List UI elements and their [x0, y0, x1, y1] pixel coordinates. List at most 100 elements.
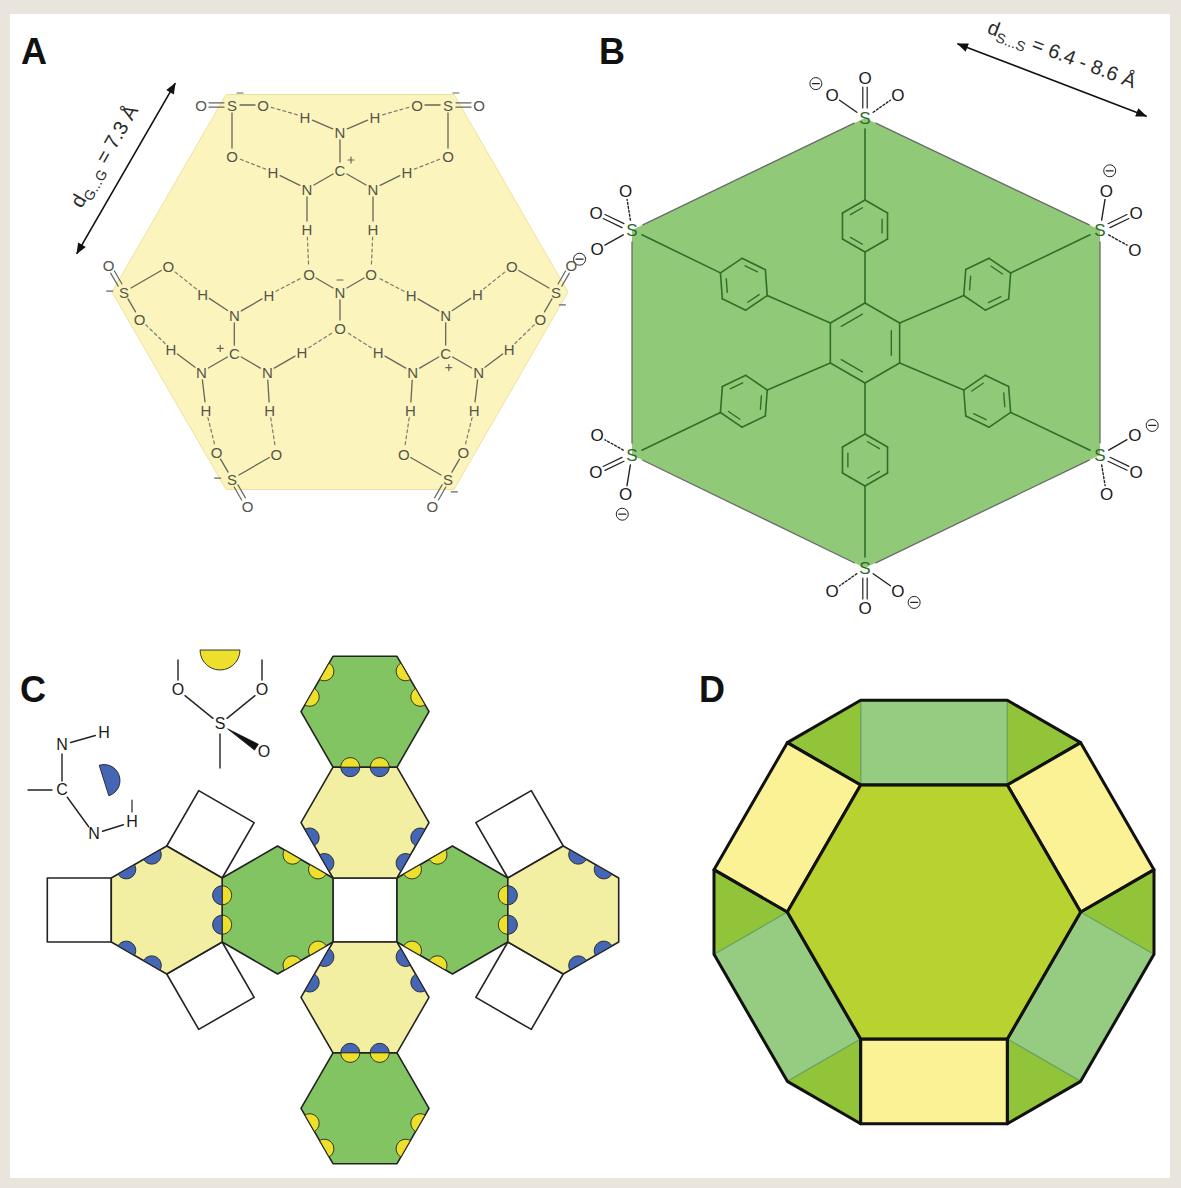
- atom-label: N: [335, 125, 346, 140]
- panel-letter: C: [20, 672, 46, 708]
- bond-line: [1102, 465, 1105, 486]
- atom-label: O: [826, 87, 839, 104]
- atom-label: N: [262, 365, 273, 380]
- atom-label: H: [297, 345, 308, 360]
- binding-site-mark: [569, 956, 587, 970]
- hydrogen-bond: [145, 324, 165, 343]
- ring-bond: [989, 258, 1010, 273]
- atom-label: N: [473, 365, 484, 380]
- binding-site-mark: [396, 949, 410, 967]
- atom-label: O: [858, 600, 871, 617]
- ring-bond: [720, 273, 722, 299]
- bond-line: [306, 197, 307, 221]
- layer-hexagon: [112, 95, 568, 490]
- bond-line: [177, 354, 195, 367]
- ring-bond: [1009, 387, 1011, 413]
- bond-line: [241, 357, 260, 368]
- binding-site-mark: [404, 865, 422, 879]
- bond-line: [605, 461, 624, 470]
- ring-bond: [1011, 412, 1090, 450]
- atom-label: O: [226, 149, 238, 164]
- ring-bond: [760, 396, 761, 410]
- atom-label: N: [229, 307, 240, 322]
- atom-label: S: [227, 472, 237, 487]
- atom-label: O: [134, 311, 146, 326]
- ring-bond: [864, 383, 866, 434]
- atom-label: O: [826, 582, 839, 599]
- bond-line: [339, 140, 340, 162]
- ring-bond: [767, 296, 830, 323]
- atom-label: O: [619, 182, 632, 199]
- atom-label: N: [88, 826, 100, 842]
- binding-site-mark: [404, 941, 422, 955]
- charge-symbol: [451, 491, 457, 492]
- bond-line: [202, 380, 205, 402]
- ring-bond: [974, 414, 986, 420]
- charge-symbol: [448, 365, 449, 371]
- charge-symbol: [810, 78, 822, 90]
- distance-label: dS...S= 6.4 - 8.6 Å: [985, 17, 1139, 91]
- ring-bond: [842, 434, 865, 447]
- binding-site-mark: [370, 758, 389, 768]
- atom-label: O: [891, 87, 904, 104]
- atom-label: N: [407, 365, 418, 380]
- atom-label: O: [257, 98, 269, 113]
- hydrogen-bond: [174, 271, 196, 289]
- ring-bond: [742, 258, 765, 269]
- distance-subscript: S...S: [994, 29, 1028, 55]
- panel-letter: B: [599, 34, 625, 70]
- ring-bond: [985, 299, 1008, 310]
- ring-bond: [742, 416, 765, 427]
- bond-line: [28, 789, 52, 790]
- binding-site-mark: [341, 1043, 360, 1053]
- bond-line: [627, 199, 630, 220]
- atom-label: O: [334, 321, 346, 336]
- atom-label: O: [1129, 204, 1142, 221]
- ring-bond: [722, 375, 745, 386]
- hydrogen-bond: [208, 418, 215, 445]
- ring-bond: [746, 296, 768, 311]
- binding-site-mark: [283, 956, 301, 970]
- atom-label: O: [256, 682, 268, 698]
- hydrogen-bond: [309, 332, 334, 348]
- panel-c-art: [28, 650, 619, 1164]
- binding-site-mark: [222, 886, 232, 905]
- atom-label: N: [302, 182, 313, 197]
- atom-label: O: [858, 70, 871, 87]
- binding-site-mark: [396, 854, 410, 872]
- binding-site-mark: [213, 886, 223, 905]
- charge-symbol: [908, 596, 920, 608]
- atom-label: O: [619, 486, 632, 503]
- binding-site-mark: [144, 850, 162, 864]
- bond-line: [862, 87, 863, 108]
- ring-bond: [730, 383, 742, 389]
- atom-label: H: [98, 725, 110, 741]
- hydrogen-bond: [465, 418, 472, 445]
- ring-bond: [864, 129, 866, 200]
- bond-line: [840, 100, 857, 112]
- atom-label: O: [411, 98, 423, 113]
- ring-bond: [765, 270, 767, 296]
- ring-bond: [830, 303, 865, 323]
- atom-label: O: [589, 204, 602, 221]
- atom-label: O: [442, 149, 454, 164]
- bond-line: [867, 87, 868, 108]
- atom-label: O: [427, 498, 439, 513]
- bond-line: [221, 459, 229, 472]
- bond-line: [452, 459, 460, 472]
- panel-d-art: [714, 700, 1154, 1123]
- hexagon-edge: [643, 123, 854, 225]
- net-hexagon: [301, 1053, 429, 1164]
- ring-bond: [964, 296, 985, 311]
- bond-line: [177, 660, 178, 680]
- atom-label: O: [1128, 427, 1141, 444]
- ring-bond: [842, 200, 865, 213]
- binding-site-mark: [396, 663, 410, 681]
- bond-line: [240, 104, 255, 105]
- binding-site-mark: [429, 850, 447, 864]
- charge-symbol: [1146, 419, 1158, 431]
- binding-site-mark: [429, 956, 447, 970]
- atom-label: O: [103, 258, 115, 273]
- binding-site-mark: [144, 956, 162, 970]
